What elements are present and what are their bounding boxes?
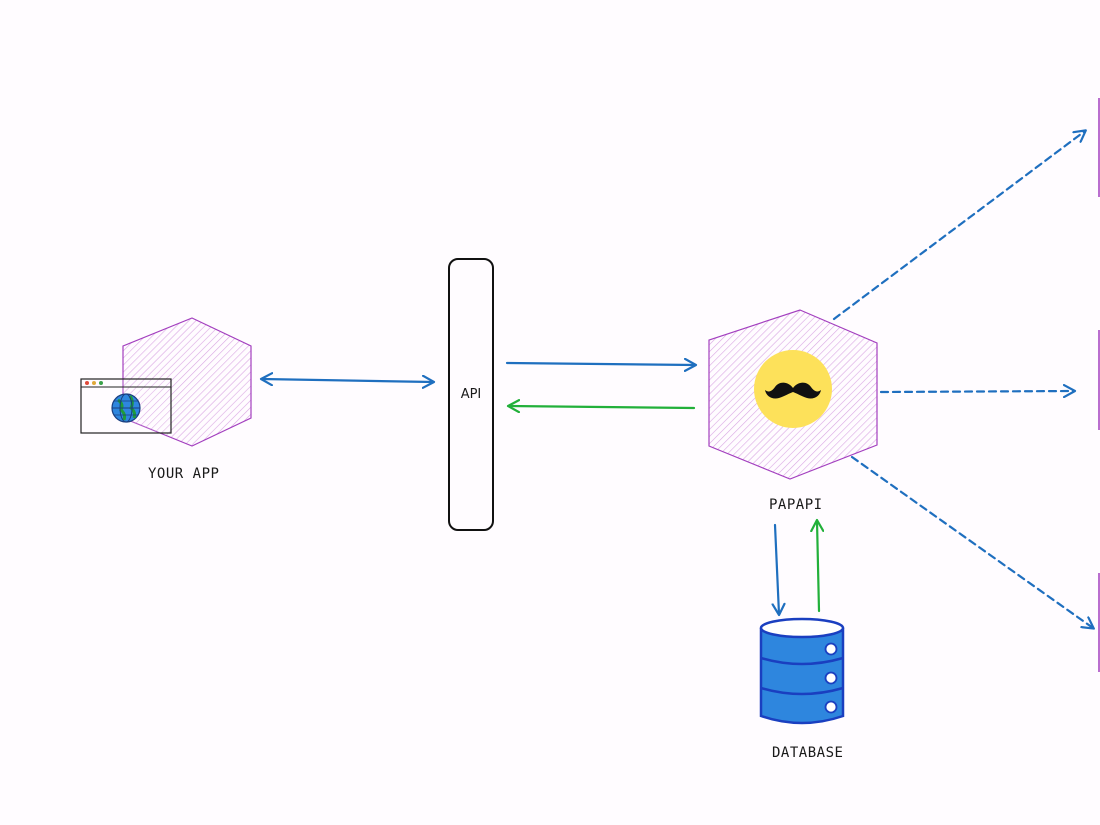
papapi-middle-dashed-arrow (879, 391, 1074, 392)
papapi-upper-dashed-arrow (832, 131, 1085, 321)
papapi-database-request-arrow (775, 523, 779, 614)
mustache-icon (765, 382, 821, 399)
api-gateway-box: API (448, 258, 494, 531)
your-app-label: YOUR APP (148, 466, 220, 482)
api-label: API (460, 387, 482, 402)
globe-icon (111, 393, 141, 423)
your-app-hexagon (122, 317, 252, 447)
database-icon (759, 617, 845, 725)
app-api-arrow (262, 379, 433, 382)
database-label: DATABASE (772, 745, 844, 761)
papapi-label: PAPAPI (769, 497, 823, 513)
your-app-node (80, 317, 252, 447)
database-papapi-response-arrow (817, 521, 819, 613)
papapi-node (708, 309, 878, 480)
papapi-api-response-arrow (509, 406, 696, 408)
api-papapi-request-arrow (505, 363, 695, 365)
papapi-lower-dashed-arrow (850, 455, 1093, 628)
